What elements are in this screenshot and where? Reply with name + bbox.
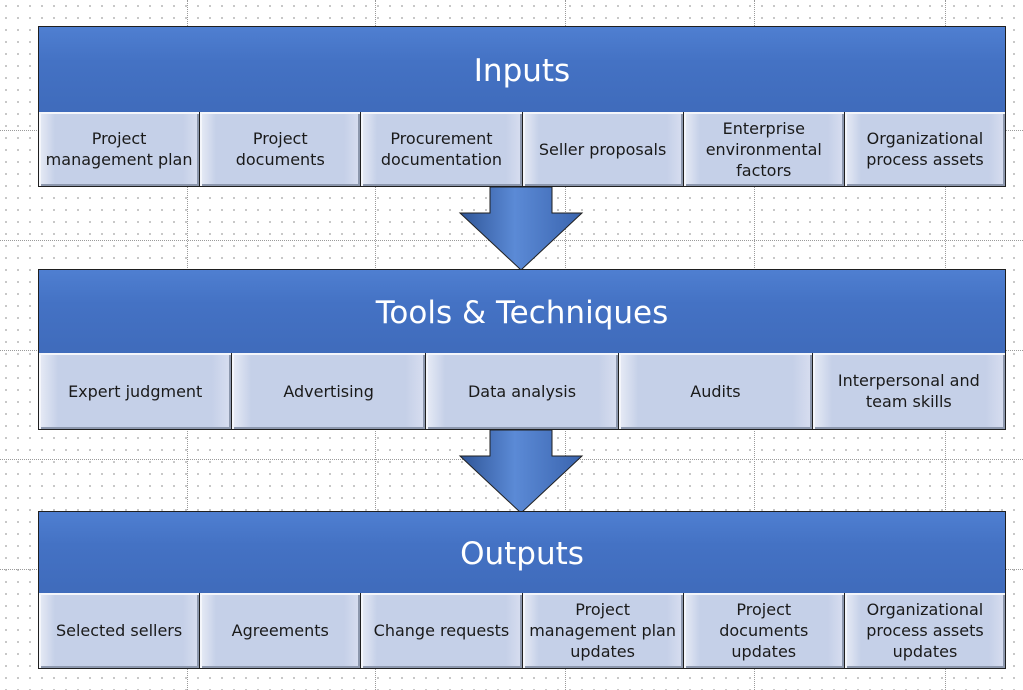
down-arrow-icon	[458, 430, 584, 514]
tools-section: Tools & Techniques Expert judgment Adver…	[38, 269, 1006, 430]
down-arrow-icon	[458, 187, 584, 271]
tools-item: Audits	[619, 353, 812, 429]
tools-header: Tools & Techniques	[39, 270, 1005, 355]
inputs-item: Procurement documentation	[361, 112, 522, 186]
outputs-header: Outputs	[39, 512, 1005, 595]
outputs-item: Project documents updates	[683, 593, 844, 668]
inputs-item: Enterprise environmental factors	[683, 112, 844, 186]
outputs-item: Selected sellers	[39, 593, 200, 668]
tools-item: Interpersonal and team skills	[812, 353, 1006, 429]
tools-item: Expert judgment	[39, 353, 232, 429]
inputs-item: Seller proposals	[522, 112, 683, 186]
inputs-items: Project management plan Project document…	[39, 112, 1006, 186]
outputs-section: Outputs Selected sellers Agreements Chan…	[38, 511, 1006, 669]
inputs-item: Project documents	[200, 112, 361, 186]
outputs-items: Selected sellers Agreements Change reque…	[39, 593, 1006, 668]
inputs-item: Project management plan	[39, 112, 200, 186]
inputs-header: Inputs	[39, 27, 1005, 114]
outputs-item: Organizational process assets updates	[844, 593, 1006, 668]
tools-items: Expert judgment Advertising Data analysi…	[39, 353, 1006, 429]
tools-item: Advertising	[232, 353, 425, 429]
inputs-section: Inputs Project management plan Project d…	[38, 26, 1006, 187]
inputs-item: Organizational process assets	[844, 112, 1006, 186]
outputs-item: Project management plan updates	[522, 593, 683, 668]
tools-item: Data analysis	[425, 353, 619, 429]
outputs-item: Agreements	[200, 593, 361, 668]
outputs-item: Change requests	[361, 593, 522, 668]
